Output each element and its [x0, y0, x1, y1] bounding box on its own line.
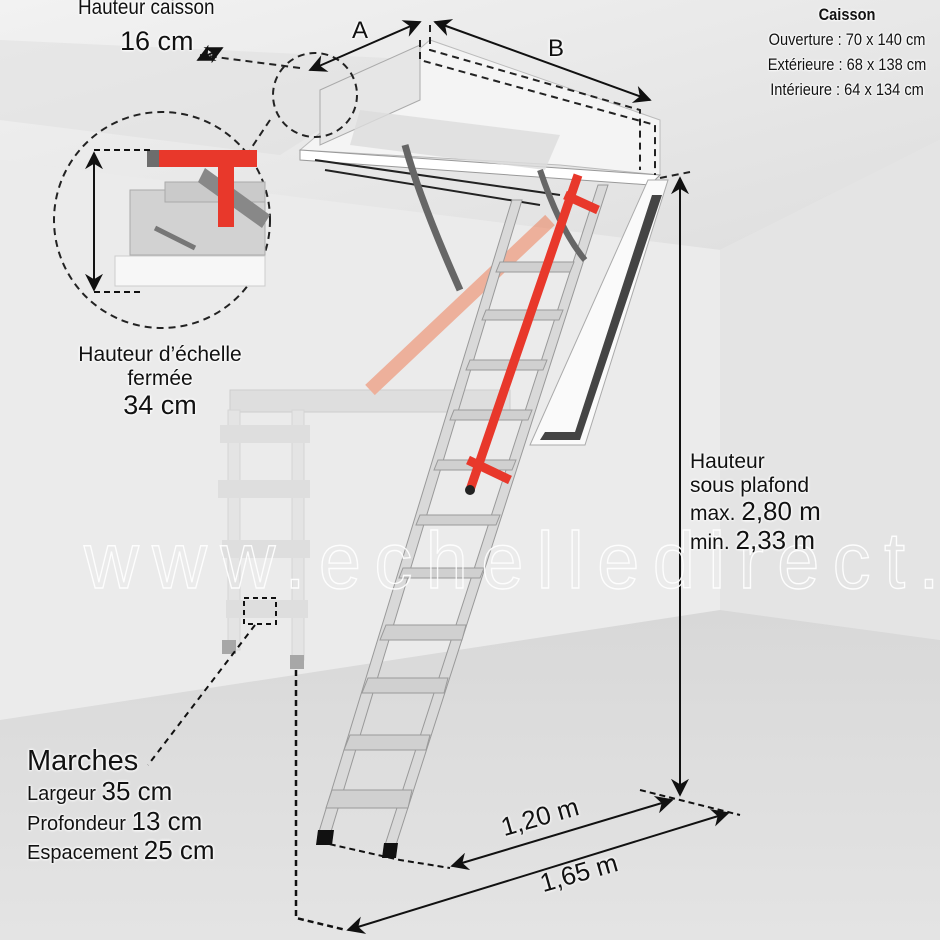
hauteur-caisson-label: Hauteur caisson — [78, 0, 215, 19]
dimension-letter-a: A — [352, 17, 369, 44]
ceiling-height-line2: sous plafond — [690, 473, 810, 497]
caisson-ouverture: Ouverture : 70 x 140 cm — [768, 30, 926, 50]
steps-depth-label: Profondeur — [27, 812, 126, 835]
ceiling-height-label: Hauteur sous plafond max. 2,80 m min. 2,… — [690, 450, 821, 555]
ladder — [316, 144, 609, 858]
dimension-a-b-arrows — [196, 19, 652, 103]
steps-title: Marches — [27, 745, 139, 777]
ceiling-height-max-value: 2,80 m — [741, 496, 821, 527]
steps-width-label: Largeur — [27, 783, 96, 806]
closed-ladder-height-line2: fermée — [127, 366, 193, 390]
steps-spacing-value: 25 cm — [143, 834, 215, 865]
folded-ladder-detail — [85, 149, 270, 293]
closed-ladder-height-line1: Hauteur d’échelle — [78, 343, 242, 366]
caisson-interieure: Intérieure : 64 x 134 cm — [769, 80, 924, 100]
attic-hatch-frame — [298, 39, 669, 446]
dimension-letter-b: B — [548, 35, 565, 62]
ceiling-height-min-value: 2,33 m — [735, 525, 816, 556]
closed-ladder-height: Hauteur d’échelle fermée 34 cm — [60, 343, 260, 420]
watermark: www.echelledirect.fr — [83, 515, 940, 605]
caisson-title: Caisson — [818, 5, 876, 24]
ceiling-height-max-prefix: max. — [690, 502, 736, 526]
ceiling-height-min-prefix: min. — [690, 531, 730, 555]
ghost-ladder-section — [218, 214, 555, 669]
hauteur-caisson-value: 16 cm — [120, 26, 194, 56]
steps-spacing-label: Espacement — [27, 841, 139, 864]
steps-depth-value: 13 cm — [131, 805, 203, 836]
floor-dimension-lines — [147, 597, 741, 934]
ceiling-height-line1: Hauteur — [690, 450, 765, 473]
steps-spec: Marches Largeur 35 cm Profondeur 13 cm E… — [27, 745, 215, 865]
caisson-exterieure: Extérieure : 68 x 138 cm — [767, 55, 926, 75]
steps-width-value: 35 cm — [101, 776, 173, 807]
caisson-spec: Caisson Ouverture : 70 x 140 cm Extérieu… — [768, 5, 926, 105]
closed-ladder-height-value: 34 cm — [123, 390, 197, 421]
